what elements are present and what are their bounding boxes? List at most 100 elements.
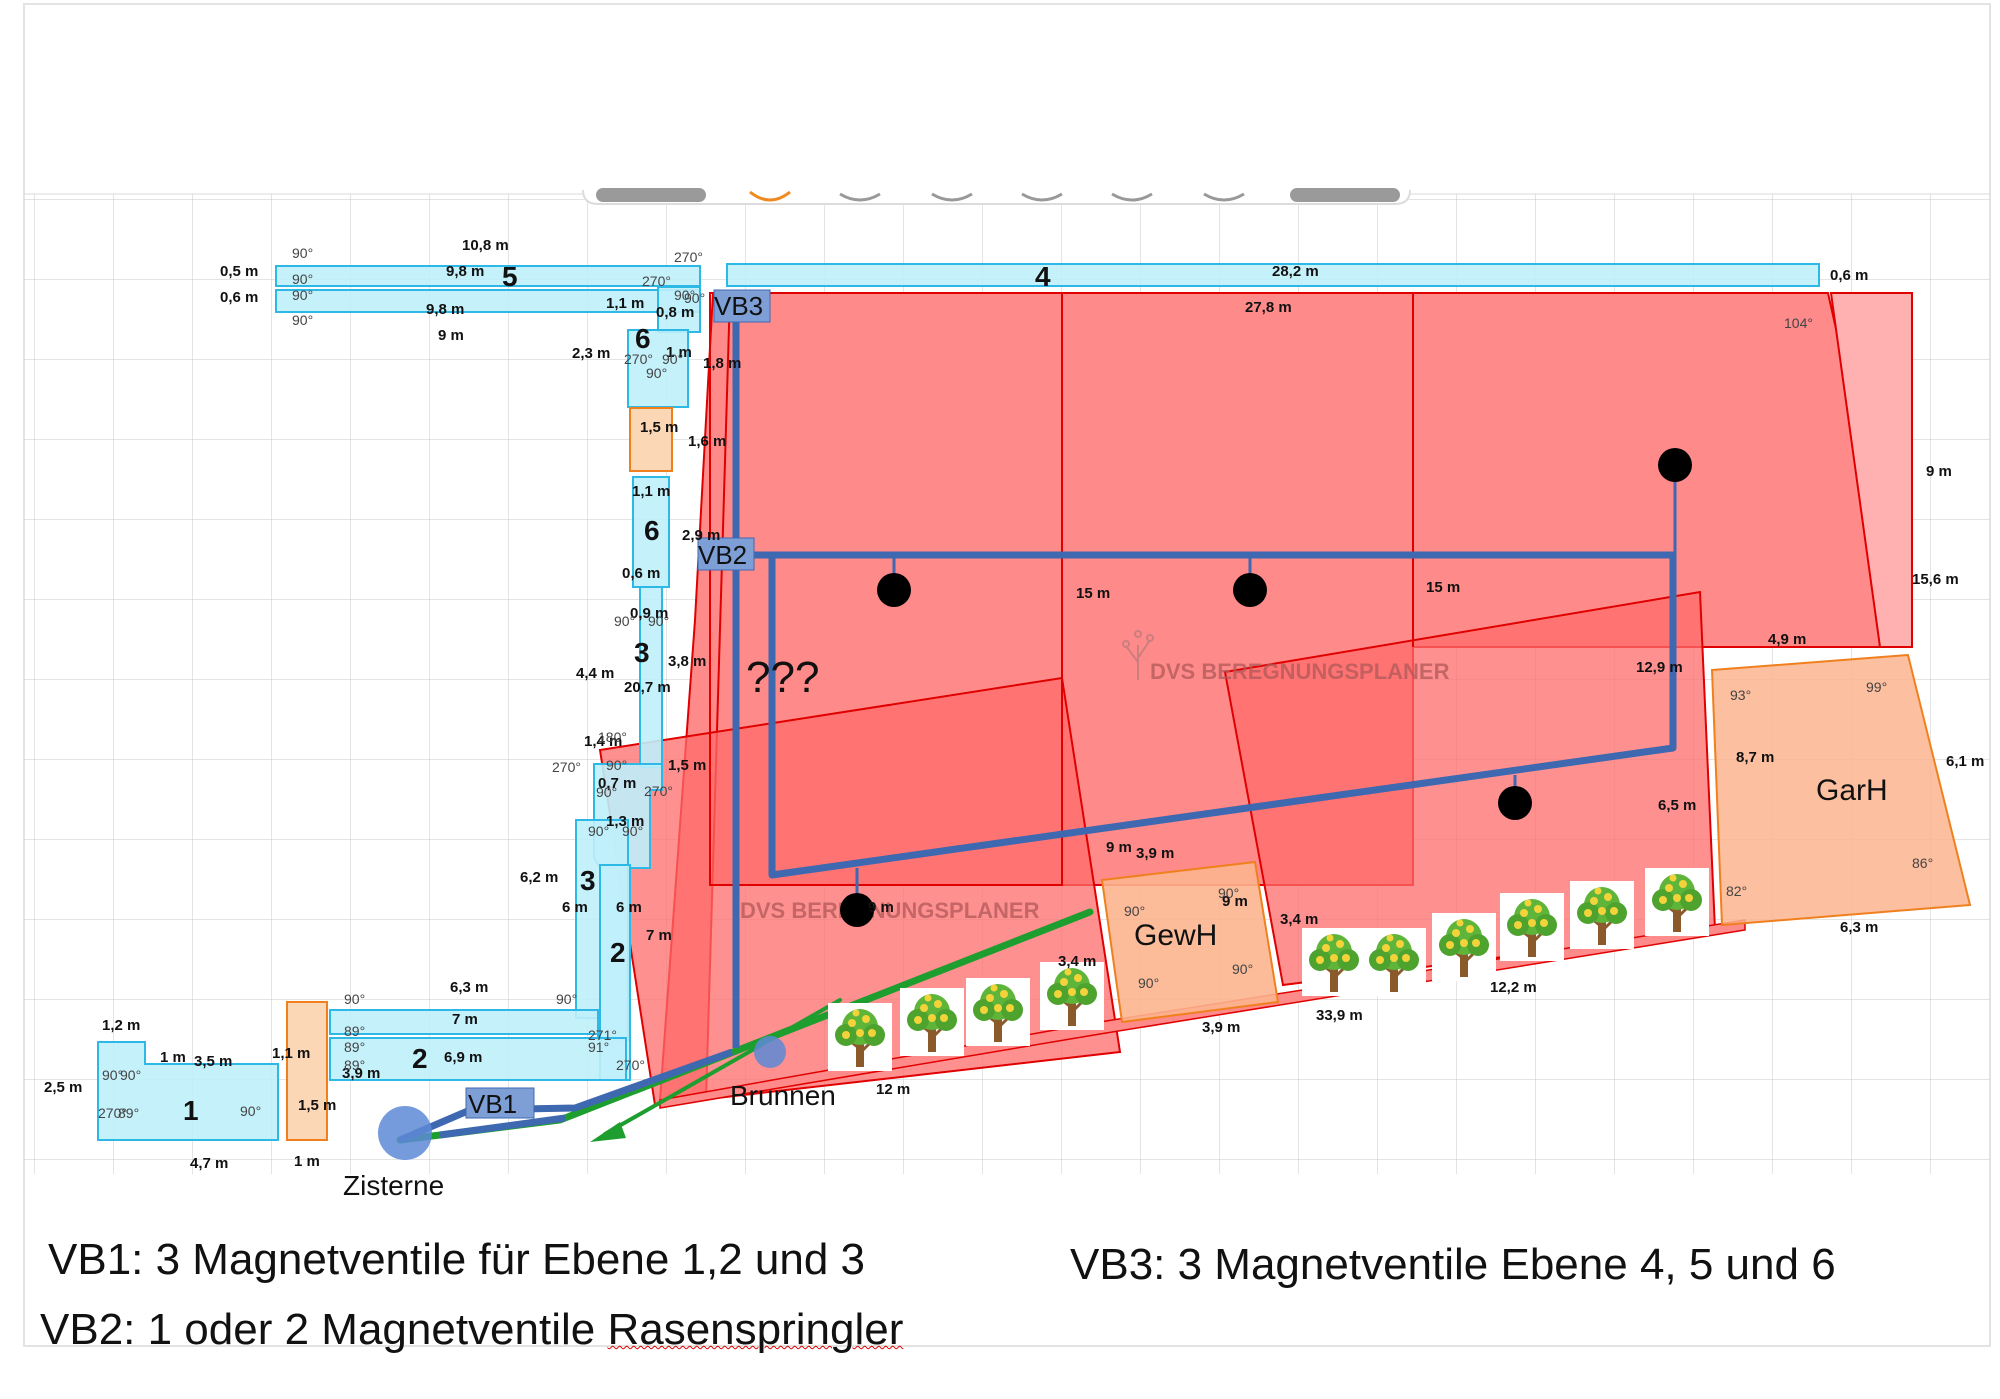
dimension-label: 1 m — [160, 1049, 186, 1066]
angle-label: 90° — [684, 290, 705, 306]
dimension-label: 15,6 m — [1912, 571, 1959, 588]
vb1-box[interactable]: VB1 — [465, 1087, 535, 1119]
toolbar-button-left[interactable] — [596, 188, 706, 202]
zisterne-label: Zisterne — [343, 1170, 444, 1201]
zone-2-bottom — [329, 1037, 627, 1081]
toolbar-tool-icon[interactable] — [1111, 192, 1153, 202]
sprinkler-head — [840, 893, 874, 927]
dimension-label: 20,7 m — [624, 679, 671, 696]
brunnen-label: Brunnen — [730, 1080, 836, 1111]
dimension-label: 1,1 m — [606, 295, 644, 312]
angle-label: 89° — [344, 1023, 365, 1039]
dimension-label: 6 m — [562, 899, 588, 916]
zone-number: 2 — [412, 1043, 428, 1074]
angle-label: 90° — [292, 271, 313, 287]
toolbar-button-right[interactable] — [1290, 188, 1400, 202]
dimension-label: 3,5 m — [194, 1053, 232, 1070]
dimension-label: 6 m — [616, 899, 642, 916]
watermark-text-lower: DVS BEREGNUNGSPLANER — [740, 898, 1040, 923]
angle-label: 93° — [1730, 687, 1751, 703]
angle-label: 270° — [642, 273, 671, 289]
angle-label: 270° — [624, 351, 653, 367]
angle-label: 270° — [644, 783, 673, 799]
dimension-label: 1,2 m — [102, 1017, 140, 1034]
angle-label: 90° — [596, 784, 617, 800]
dimension-label: 1,8 m — [703, 355, 741, 372]
sprinkler-head — [877, 573, 911, 607]
zone-number: 5 — [502, 261, 518, 292]
angle-label: 89° — [344, 1057, 365, 1073]
angle-label: 270° — [98, 1105, 127, 1121]
angle-label: 90° — [120, 1067, 141, 1083]
dimension-label: 28,2 m — [1272, 263, 1319, 280]
blue-zones — [97, 263, 1820, 1141]
toolbar-tool-icon[interactable] — [931, 192, 973, 202]
dimension-label: 6,9 m — [444, 1049, 482, 1066]
dimension-label: 3,9 m — [1136, 845, 1174, 862]
brunnen-icon — [754, 1036, 786, 1068]
angle-label: 89° — [344, 1039, 365, 1055]
angle-label: 90° — [344, 991, 365, 1007]
dimension-label: 9 m — [1926, 463, 1952, 480]
zone-6-top — [657, 286, 701, 333]
toolbar-tool-icon[interactable] — [1021, 192, 1063, 202]
dimension-label: 10,8 m — [462, 237, 509, 254]
dimension-label: 1,6 m — [688, 433, 726, 450]
zone-4 — [726, 263, 1820, 287]
caption-vb1: VB1: 3 Magnetventile für Ebene 1,2 und 3 — [48, 1235, 866, 1284]
toolbar-tool-icon[interactable] — [839, 192, 881, 202]
toolbar-tool-icon[interactable] — [749, 190, 791, 202]
angle-label: 82° — [1726, 883, 1747, 899]
dimension-label: 0,6 m — [622, 565, 660, 582]
angle-label: 90° — [240, 1103, 261, 1119]
vb3-box[interactable]: VB3 — [713, 289, 771, 323]
dimension-label: 33,9 m — [1316, 1007, 1363, 1024]
angle-label: 90° — [292, 312, 313, 328]
dimension-label: 0,9 m — [630, 605, 668, 622]
dimension-label: 6,2 m — [520, 869, 558, 886]
garh-area — [1710, 653, 1972, 927]
dimension-label: 2,3 m — [572, 345, 610, 362]
vb2-box[interactable]: VB2 — [697, 537, 755, 571]
caption-vb3: VB3: 3 Magnetventile Ebene 4, 5 und 6 — [1070, 1240, 1836, 1289]
sprinklers[interactable] — [840, 448, 1692, 927]
angle-label: 90° — [1124, 903, 1145, 919]
angle-label: 90° — [588, 823, 609, 839]
toolbar-tool-icon[interactable] — [1203, 192, 1245, 202]
angle-label: 270° — [674, 249, 703, 265]
angle-label: 91° — [588, 1039, 609, 1055]
dimension-label: 12,2 m — [1490, 979, 1537, 996]
dimension-label: 0,7 m — [598, 775, 636, 792]
lawn-area-right — [1829, 292, 1913, 648]
fruit-tree-icon — [1643, 866, 1711, 938]
dimension-label: 1 m — [666, 344, 692, 361]
dimension-label: 15 m — [1426, 579, 1460, 596]
dimension-label: 0,5 m — [220, 263, 258, 280]
angle-label: 86° — [1912, 855, 1933, 871]
zone-number: 1 — [183, 1095, 199, 1126]
dimension-label: 3,9 m — [342, 1065, 380, 1082]
angle-label: 90° — [102, 1067, 123, 1083]
fruit-tree-icon — [1430, 911, 1498, 983]
fruit-tree-icon — [826, 1001, 894, 1073]
fruit-tree-icon — [1038, 960, 1106, 1032]
lawn-section — [709, 292, 1063, 886]
angle-label: 90° — [646, 365, 667, 381]
zone-2-top — [329, 1009, 599, 1035]
zone-5-upper — [275, 265, 701, 287]
angle-label: 90° — [292, 287, 313, 303]
vb3-label: VB3 — [714, 291, 763, 321]
dimension-label: 9,8 m — [446, 263, 484, 280]
dimension-label: 2,9 m — [682, 527, 720, 544]
angle-label: 90° — [606, 757, 627, 773]
dimension-label: 3,9 m — [1202, 1019, 1240, 1036]
angle-label: 104° — [1784, 315, 1813, 331]
zone-2-column — [599, 864, 631, 1081]
dimension-label: 6,5 m — [1658, 797, 1696, 814]
fruit-tree-icon — [1360, 926, 1428, 998]
dimension-label: 1,5 m — [298, 1097, 336, 1114]
angle-label: 180° — [598, 729, 627, 745]
dimension-label: 9 m — [1222, 893, 1248, 910]
dimension-label: 1,5 m — [668, 757, 706, 774]
